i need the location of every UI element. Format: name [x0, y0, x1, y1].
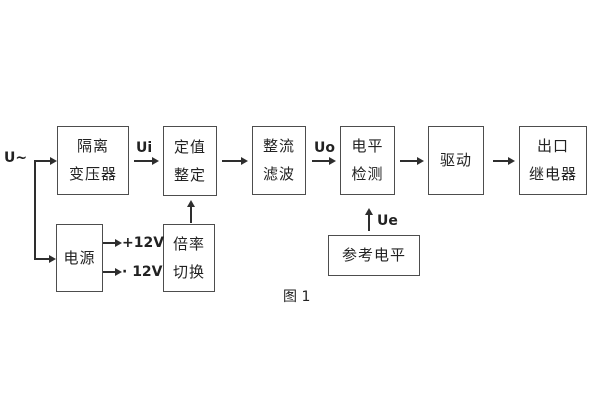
arrow-shaft: [35, 258, 51, 260]
block-label-line1: 出口: [536, 137, 569, 155]
block-label: 电源: [63, 248, 96, 267]
block-label: 参考电平: [341, 246, 406, 264]
block-rectifier-filter: 整流 滤波: [252, 126, 306, 195]
block-label-line2: 切换: [172, 262, 205, 281]
arrow-shaft: [103, 242, 117, 244]
block-label-line1: 电平: [351, 137, 384, 155]
power-output-positive-label: +12V: [122, 235, 165, 251]
block-output-relay: 出口 继电器: [519, 126, 587, 195]
arrowhead-icon: [115, 267, 122, 276]
block-setpoint-setting: 定值 整定: [163, 126, 217, 196]
input-signal-label: U~: [4, 150, 28, 166]
signal-label-ui: Ui: [136, 140, 153, 156]
arrowhead-icon: [50, 156, 57, 165]
block-label-line2: 继电器: [528, 165, 577, 183]
input-branch-line: [34, 160, 36, 260]
arrow-shaft: [400, 160, 419, 162]
arrow-shaft: [222, 160, 243, 162]
block-label-line2: 检测: [351, 165, 384, 183]
block-label-line1: 倍率: [172, 234, 205, 253]
block-label-line1: 定值: [173, 137, 206, 156]
arrowhead-icon: [186, 200, 195, 207]
arrow-shaft: [493, 160, 510, 162]
block-label-line2: 滤波: [262, 165, 295, 183]
arrowhead-icon: [49, 254, 56, 263]
block-power-supply: 电源: [56, 224, 103, 292]
arrow-shaft: [368, 213, 370, 231]
arrow-shaft: [134, 160, 154, 162]
block-isolation-transformer: 隔离 变压器: [57, 126, 129, 195]
block-label-line1: 整流: [262, 137, 295, 155]
signal-label-uo: Uo: [314, 140, 335, 156]
power-output-negative-label: · 12V: [122, 264, 163, 280]
block-ratio-switch: 倍率 切换: [163, 224, 215, 292]
arrowhead-icon: [241, 156, 248, 165]
arrow-shaft: [190, 205, 192, 223]
arrow-shaft: [103, 271, 117, 273]
block-label: 驱动: [439, 151, 472, 169]
block-label-line2: 变压器: [68, 165, 117, 183]
arrow-shaft: [312, 160, 331, 162]
arrow-shaft: [35, 160, 52, 162]
block-drive: 驱动: [428, 126, 484, 195]
arrowhead-icon: [508, 156, 515, 165]
block-level-detection: 电平 检测: [340, 126, 395, 195]
arrowhead-icon: [417, 156, 424, 165]
block-reference-level: 参考电平: [328, 235, 420, 276]
block-label-line2: 整定: [173, 165, 206, 184]
block-label-line1: 隔离: [76, 137, 109, 155]
figure-caption: 图 1: [283, 289, 311, 305]
arrowhead-icon: [329, 156, 336, 165]
signal-label-ue: Ue: [377, 213, 398, 229]
arrowhead-icon: [364, 208, 373, 215]
arrowhead-icon: [152, 156, 159, 165]
arrowhead-icon: [115, 238, 122, 247]
